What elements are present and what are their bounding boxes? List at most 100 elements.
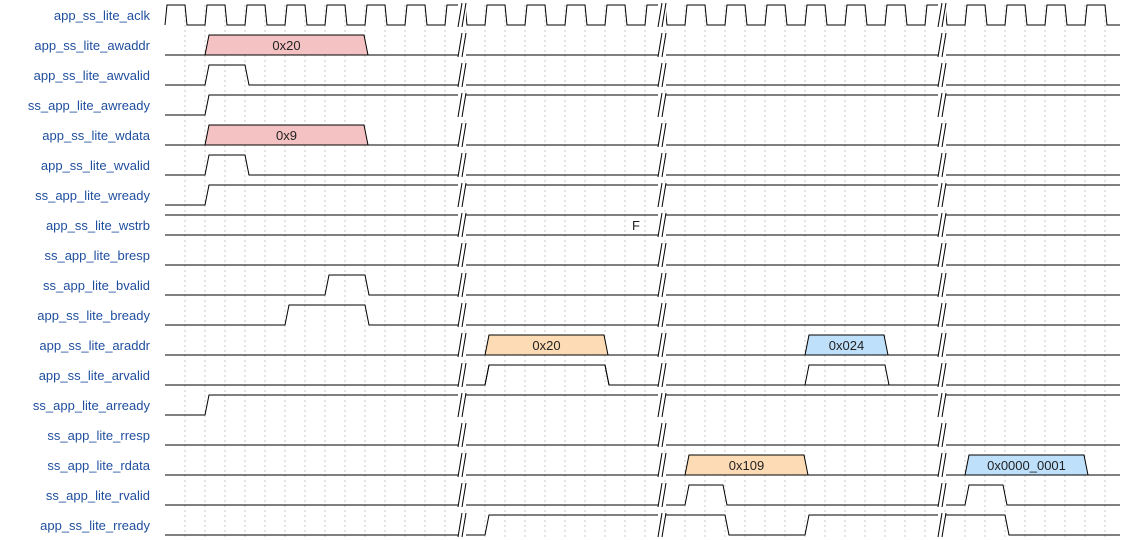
signal-label-app_ss_lite_aclk: app_ss_lite_aclk — [54, 8, 151, 23]
gap-slash — [457, 272, 463, 298]
waveform-app_ss_lite_awvalid — [165, 64, 1120, 86]
gap-mask — [458, 453, 466, 477]
gap-mask — [458, 303, 466, 327]
gap-slash — [941, 392, 947, 418]
bus-segment-app_ss_lite_awaddr — [204, 34, 369, 56]
gap-slash — [457, 122, 463, 148]
waveform-ss_app_lite_awready — [165, 94, 1120, 116]
gap-slash — [461, 242, 467, 268]
gap-slash — [937, 452, 943, 478]
gap-slash — [937, 152, 943, 178]
waveform-app_ss_lite_arvalid — [165, 364, 1120, 386]
gap-slash — [937, 302, 943, 328]
gap-mask — [458, 483, 466, 507]
gap-mask — [938, 363, 946, 387]
signal-waveforms — [164, 4, 1120, 536]
gap-slash — [937, 362, 943, 388]
gap-mask — [938, 273, 946, 297]
gap-slash — [461, 62, 467, 88]
waveform-ss_app_lite_wready — [165, 184, 1120, 206]
gap-slash — [661, 422, 667, 448]
signal-label-ss_app_lite_rresp: ss_app_lite_rresp — [47, 428, 150, 443]
gap-slash — [457, 242, 463, 268]
gap-mask — [938, 63, 946, 87]
gap-mask — [658, 153, 666, 177]
gap-mask — [658, 453, 666, 477]
gap-slash — [941, 302, 947, 328]
gap-mask — [658, 303, 666, 327]
signal-label-ss_app_lite_bvalid: ss_app_lite_bvalid — [43, 278, 150, 293]
gap-mask — [458, 333, 466, 357]
gap-slash — [657, 2, 663, 28]
signal-labels: app_ss_lite_aclk app_ss_lite_awaddr app_ss… — [28, 8, 151, 533]
gap-slash — [661, 182, 667, 208]
gap-slash — [461, 272, 467, 298]
bus-value: 0x024 — [829, 338, 864, 353]
gap-slash — [461, 152, 467, 178]
gap-slash — [461, 92, 467, 118]
gap-slash — [941, 482, 947, 508]
gap-slash — [941, 32, 947, 58]
gap-mask — [658, 423, 666, 447]
signal-label-ss_app_lite_awready: ss_app_lite_awready — [28, 98, 151, 113]
gap-slash — [661, 122, 667, 148]
gap-slash — [941, 242, 947, 268]
gap-slash — [941, 62, 947, 88]
signal-label-app_ss_lite_bready: app_ss_lite_bready — [37, 308, 150, 323]
gap-mask — [658, 393, 666, 417]
gap-slash — [661, 32, 667, 58]
waveform-ss_app_lite_arready — [165, 394, 1120, 416]
bus-segment-app_ss_lite_araddr — [804, 334, 889, 356]
waveform-ss_app_lite_bvalid — [165, 274, 1120, 296]
gap-slash — [941, 152, 947, 178]
gap-mask — [458, 513, 466, 537]
gap-slash — [937, 422, 943, 448]
signal-label-app_ss_lite_araddr: app_ss_lite_araddr — [39, 338, 150, 353]
gap-mask — [458, 393, 466, 417]
gap-mask — [658, 483, 666, 507]
signal-label-app_ss_lite_wvalid: app_ss_lite_wvalid — [41, 158, 150, 173]
gap-slash — [461, 332, 467, 358]
signal-label-app_ss_lite_awaddr: app_ss_lite_awaddr — [34, 38, 150, 53]
gap-mask — [658, 273, 666, 297]
gap-slash — [661, 272, 667, 298]
signal-label-app_ss_lite_rready: app_ss_lite_rready — [40, 518, 150, 533]
gap-slash — [661, 92, 667, 118]
gap-mask — [458, 213, 466, 237]
waveform-app_ss_lite_aclk — [164, 4, 1120, 26]
gap-slash — [461, 362, 467, 388]
gap-mask — [938, 453, 946, 477]
gap-slash — [937, 62, 943, 88]
gap-slash — [941, 272, 947, 298]
gap-slash — [661, 302, 667, 328]
gap-slash — [657, 392, 663, 418]
gap-slash — [461, 302, 467, 328]
gap-slash — [941, 332, 947, 358]
signal-label-app_ss_lite_wstrb: app_ss_lite_wstrb — [46, 218, 150, 233]
gap-mask — [938, 213, 946, 237]
signal-label-ss_app_lite_rdata: ss_app_lite_rdata — [47, 458, 150, 473]
gap-slash — [937, 212, 943, 238]
signal-label-app_ss_lite_arvalid: app_ss_lite_arvalid — [39, 368, 150, 383]
gap-mask — [458, 153, 466, 177]
gap-mask — [658, 123, 666, 147]
gap-slash — [661, 62, 667, 88]
bus-segment-ss_app_lite_rdata — [964, 454, 1089, 476]
gap-slash — [941, 422, 947, 448]
gap-slash — [457, 212, 463, 238]
gap-mask — [658, 183, 666, 207]
gap-slash — [461, 452, 467, 478]
gap-mask — [458, 273, 466, 297]
gap-slash — [937, 392, 943, 418]
gap-slash — [461, 2, 467, 28]
gap-slash — [941, 212, 947, 238]
gap-slash — [661, 392, 667, 418]
gap-slash — [657, 452, 663, 478]
bus-segment-ss_app_lite_rdata — [684, 454, 809, 476]
gap-slash — [457, 362, 463, 388]
waveform-app_ss_lite_rready — [165, 514, 1120, 536]
gap-mask — [658, 63, 666, 87]
gap-mask — [658, 213, 666, 237]
gap-slash — [941, 362, 947, 388]
gap-mask — [938, 483, 946, 507]
